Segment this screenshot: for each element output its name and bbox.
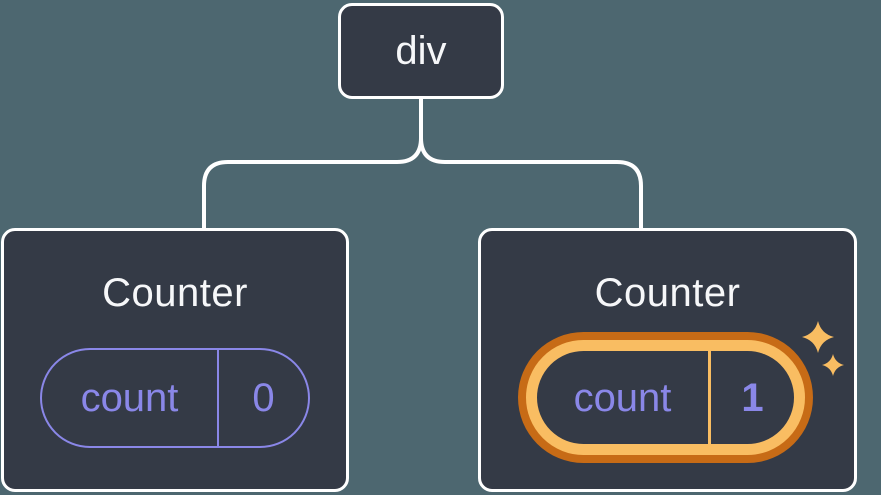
counter-title: Counter — [102, 271, 248, 315]
sparkle-large-icon — [802, 321, 834, 353]
highlight-ring: count 1 — [518, 332, 813, 463]
counter-card-right: Counter count 1 — [478, 228, 857, 492]
state-key-label: count — [80, 376, 179, 420]
state-key-label: count — [573, 375, 672, 420]
sparkle-small-icon — [822, 354, 844, 376]
connector-branch-right — [419, 97, 643, 232]
connector-branch-left — [202, 97, 423, 232]
state-value: 0 — [252, 376, 275, 420]
state-pill: count 0 — [40, 348, 310, 448]
root-node-label: div — [395, 29, 447, 73]
counter-card-left: Counter count 0 — [1, 228, 349, 492]
state-pill-highlighted: count 1 — [526, 340, 805, 455]
state-value-cell: 1 — [711, 351, 794, 444]
root-node: div — [338, 3, 504, 99]
pill-divider — [217, 350, 219, 446]
pill-divider — [708, 351, 711, 444]
state-key-cell: count — [42, 350, 217, 446]
state-key-cell: count — [537, 351, 708, 444]
counter-title: Counter — [594, 271, 741, 315]
state-value: 1 — [741, 375, 764, 420]
state-value-cell: 0 — [219, 350, 308, 446]
sparkles-icon — [802, 321, 844, 376]
